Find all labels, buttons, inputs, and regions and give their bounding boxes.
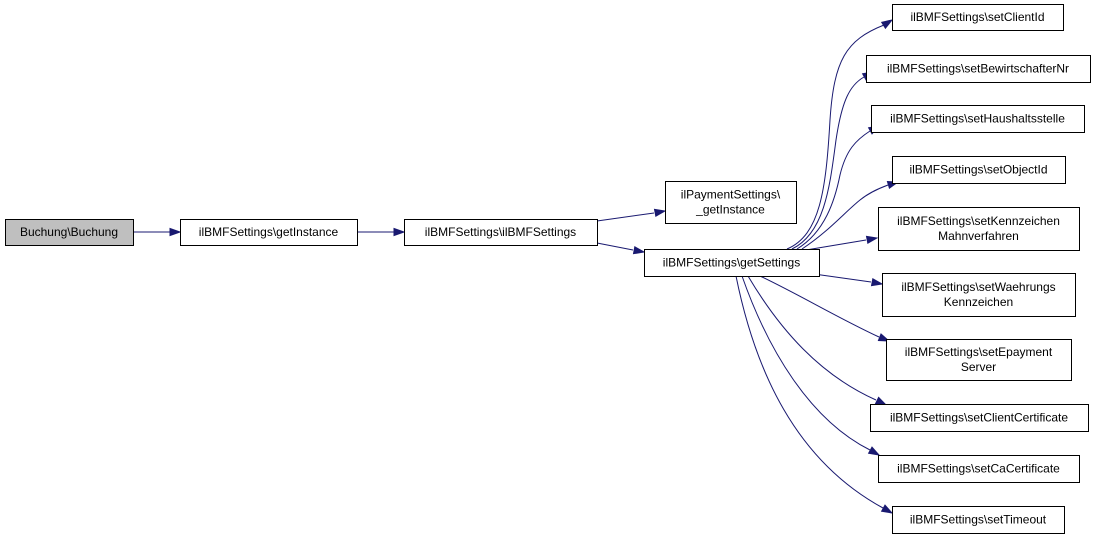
node-set-kennzeichen-mahnverfahren[interactable]: ilBMFSettings\setKennzeichenMahnverfahre…	[878, 207, 1080, 251]
edge-get_settings-to-set_epayment_server	[759, 275, 891, 342]
node-label-line: ilPaymentSettings\	[681, 188, 781, 202]
node-set-object-id[interactable]: ilBMFSettings\setObjectId	[892, 156, 1066, 184]
arrowhead	[169, 227, 182, 237]
node-set-timeout[interactable]: ilBMFSettings\setTimeout	[892, 506, 1065, 534]
node-label-line: ilBMFSettings\getSettings	[663, 256, 800, 270]
edge-line	[596, 242, 634, 251]
node-box	[180, 219, 358, 246]
node-set-bewirtschafter-nr[interactable]: ilBMFSettings\setBewirtschafterNr	[866, 55, 1091, 83]
nodes-layer: Buchung\Buchung ilBMFSettings\getInstance…	[5, 4, 1091, 534]
node-box	[892, 506, 1065, 534]
arrowhead	[393, 227, 406, 237]
edge-line	[813, 273, 872, 283]
arrowhead	[870, 278, 884, 287]
node-set-ca-certificate[interactable]: ilBMFSettings\setCaCertificate	[878, 455, 1080, 483]
node-payment-get-instance[interactable]: ilPaymentSettings\_getInstance	[665, 181, 797, 224]
node-box	[878, 455, 1080, 483]
arrowhead	[880, 504, 894, 514]
node-get-instance[interactable]: ilBMFSettings\getInstance	[180, 219, 358, 246]
node-label-line: ilBMFSettings\setHaushaltsstelle	[890, 112, 1065, 126]
edge-line	[796, 130, 871, 250]
node-label-line: ilBMFSettings\setKennzeichen	[897, 214, 1060, 228]
edge-get_settings-to-set_haushaltsstelle	[796, 125, 881, 250]
node-box	[886, 339, 1072, 381]
node-label-line: Buchung\Buchung	[20, 225, 118, 239]
edge-get_settings-to-set_ca_certificate	[741, 275, 881, 456]
edge-line	[801, 184, 889, 250]
node-label-line: ilBMFSettings\setWaehrungs	[901, 280, 1055, 294]
node-get-settings[interactable]: ilBMFSettings\getSettings	[644, 249, 820, 277]
edge-get_settings-to-set_kennzeichen_mahnverfahren	[805, 235, 879, 251]
node-box	[878, 207, 1080, 251]
node-label-line: ilBMFSettings\setCaCertificate	[897, 462, 1060, 476]
edge-get_settings-to-set_client_certificate	[747, 275, 888, 406]
node-label-line: ilBMFSettings\setObjectId	[909, 163, 1047, 177]
node-set-client-certificate[interactable]: ilBMFSettings\setClientCertificate	[870, 404, 1089, 432]
node-box	[644, 249, 820, 277]
node-label-line: ilBMFSettings\setClientCertificate	[890, 411, 1068, 425]
node-ctor[interactable]: ilBMFSettings\ilBMFSettings	[404, 219, 598, 246]
node-label-line: ilBMFSettings\ilBMFSettings	[425, 225, 576, 239]
node-label-line: Mahnverfahren	[938, 229, 1019, 243]
node-label-line: _getInstance	[695, 203, 765, 217]
edge-line	[735, 275, 884, 509]
arrowhead	[867, 446, 881, 456]
arrowhead	[865, 235, 879, 244]
node-box	[5, 219, 134, 246]
node-buchung[interactable]: Buchung\Buchung	[5, 219, 134, 246]
arrowhead	[632, 246, 646, 255]
edges-layer	[133, 19, 900, 514]
arrowhead	[653, 208, 667, 217]
edge-get_settings-to-set_client_id	[786, 19, 894, 250]
arrowhead	[880, 19, 894, 30]
node-box	[882, 273, 1076, 317]
node-label-line: ilBMFSettings\setTimeout	[910, 513, 1047, 527]
edge-line	[786, 24, 885, 250]
node-box	[404, 219, 598, 246]
edge-line	[791, 76, 865, 250]
node-box	[866, 55, 1091, 83]
node-box	[870, 404, 1089, 432]
node-label-line: Kennzeichen	[944, 295, 1013, 309]
node-label-line: ilBMFSettings\getInstance	[199, 225, 339, 239]
node-box	[665, 181, 797, 224]
node-label-line: ilBMFSettings\setBewirtschafterNr	[887, 62, 1069, 76]
edge-line	[805, 239, 867, 251]
edge-ctor-to-get_settings	[596, 242, 646, 255]
arrowhead	[874, 396, 888, 406]
edge-buchung-to-get_instance	[133, 227, 182, 237]
node-label-line: ilBMFSettings\setEpayment	[905, 345, 1053, 359]
node-label-line: ilBMFSettings\setClientId	[910, 10, 1044, 24]
edge-get_settings-to-set_waehrungs_kennzeichen	[813, 273, 884, 287]
edge-line	[747, 275, 877, 401]
node-box	[892, 156, 1066, 184]
edge-get_instance-to-ctor	[357, 227, 406, 237]
node-box	[871, 105, 1085, 133]
edge-line	[759, 275, 880, 338]
node-set-haushaltsstelle[interactable]: ilBMFSettings\setHaushaltsstelle	[871, 105, 1085, 133]
node-box	[892, 4, 1064, 31]
edge-get_settings-to-set_timeout	[735, 275, 894, 514]
node-label-line: Server	[961, 360, 996, 374]
edge-line	[596, 212, 655, 222]
edge-line	[741, 275, 871, 451]
edge-ctor-to-payment_get_instance	[596, 208, 667, 222]
node-set-client-id[interactable]: ilBMFSettings\setClientId	[892, 4, 1064, 31]
